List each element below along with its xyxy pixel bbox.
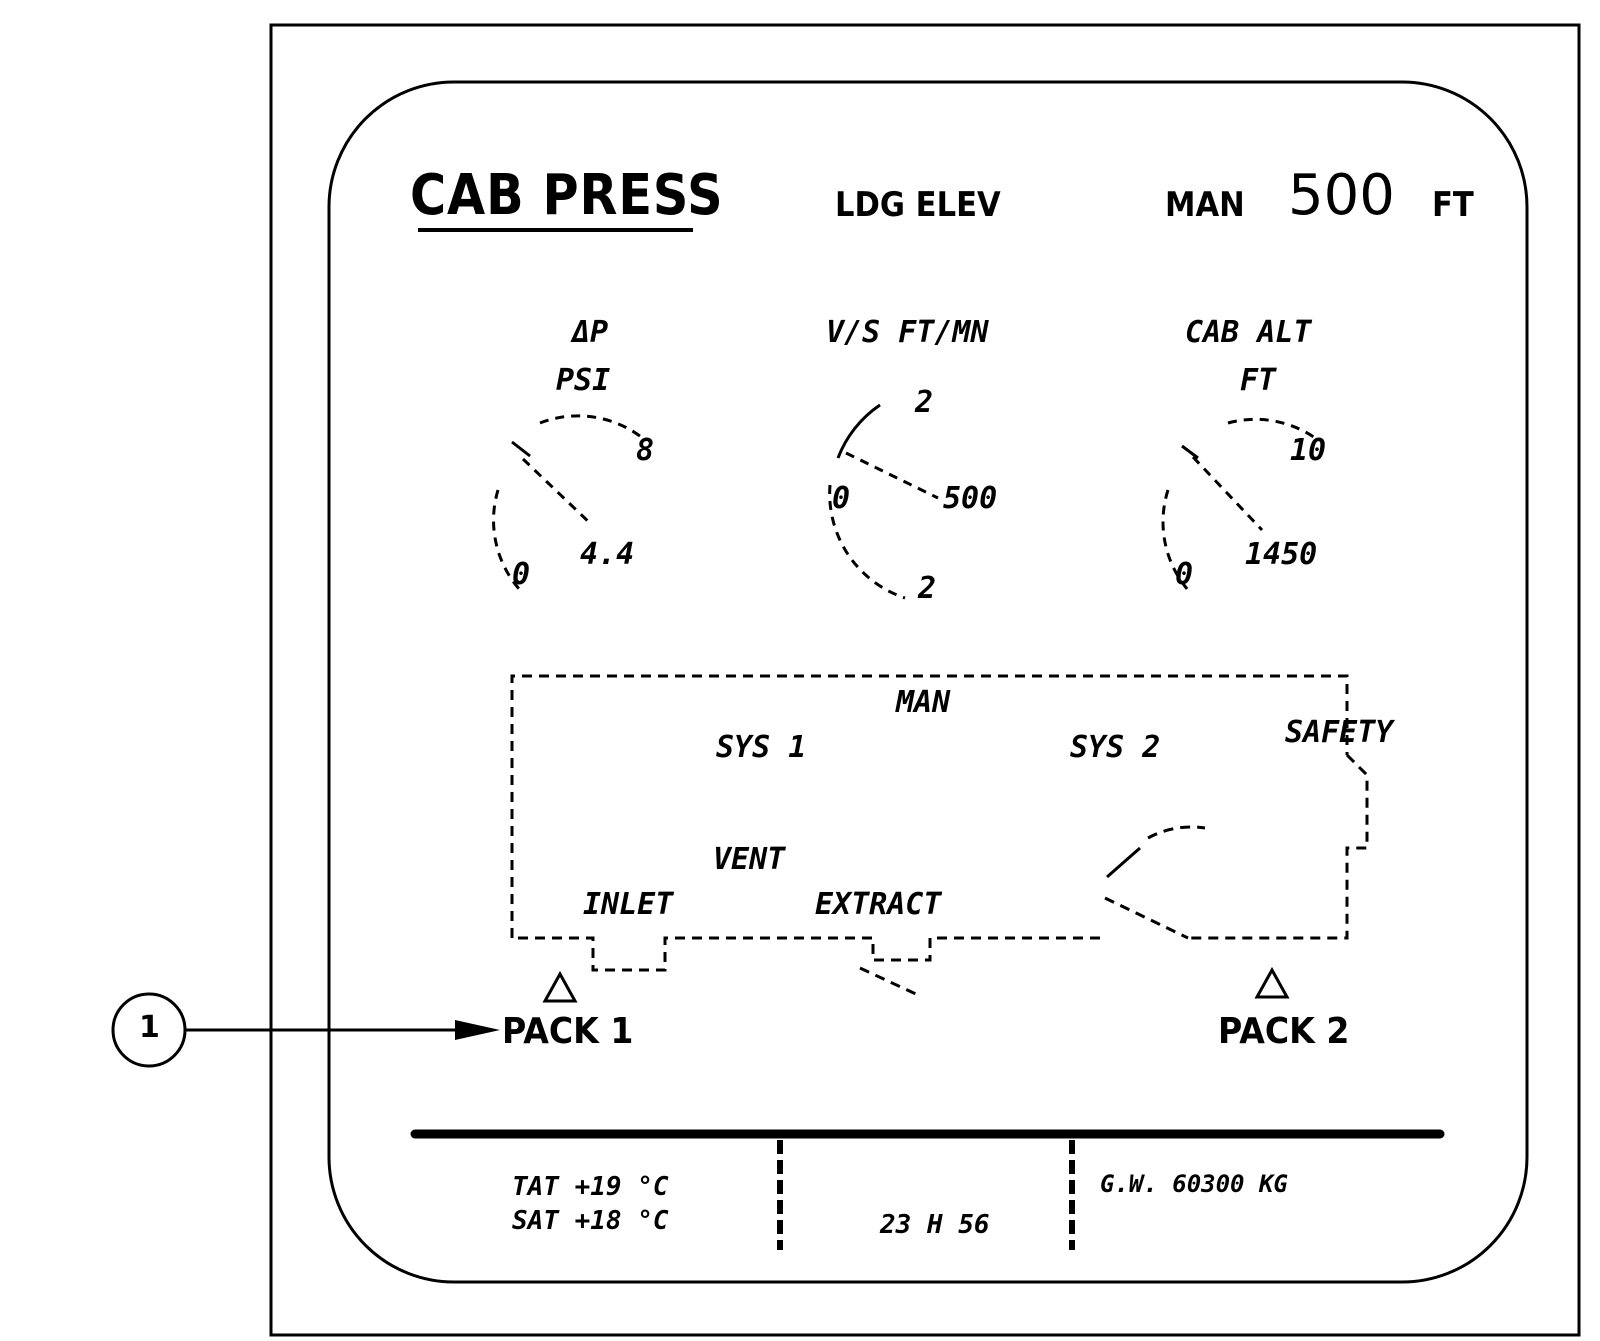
elevation-unit: FT [1432, 185, 1474, 225]
gauge-cab-alt-bottom-mark: 0 [1175, 557, 1194, 592]
footer-sat: SAT +18 °C [512, 1206, 669, 1236]
gauge-cab-alt-tick [1181, 444, 1199, 460]
gauge-vs-left-mark: 0 [832, 481, 851, 516]
gauge-cab-alt-needle [1191, 455, 1264, 532]
mode-label: MAN [1165, 185, 1245, 225]
pack1-label: PACK 1 [502, 1011, 634, 1052]
gauge-dp-needle [521, 457, 594, 527]
footer-gw: G.W. 60300 KG [1100, 1170, 1288, 1198]
gauge-vs-mid-value: 500 [943, 481, 998, 516]
display-screen [327, 80, 1529, 1284]
cabin-outline [510, 674, 1369, 997]
callout-arrow-icon [455, 1020, 500, 1040]
gauge-vs-arc-top [836, 403, 881, 459]
gauge-vs [828, 451, 939, 600]
gauge-cab-alt-value: 1450 [1245, 537, 1318, 572]
gauge-vs-title: V/S FT/MN [826, 315, 989, 350]
gauge-cab-alt-arc-top [1227, 417, 1319, 442]
schematic-sys1-label: SYS 1 [716, 730, 807, 765]
schematic-sys2-label: SYS 2 [1070, 730, 1161, 765]
cabin-outline-right [1188, 753, 1369, 940]
gauge-dp [492, 414, 646, 591]
pack2-triangle-icon [1254, 966, 1290, 999]
ldg-elev-label: LDG ELEV [835, 185, 1001, 225]
elevation-value: 500 [1288, 163, 1395, 228]
gauge-cab-alt-arc-left [1161, 489, 1190, 591]
gauge-vs-needle [845, 451, 939, 500]
gauge-dp-title-1: ΔP [572, 315, 609, 350]
footer-tat: TAT +19 °C [512, 1172, 669, 1202]
pack1-triangle-icon [542, 970, 578, 1003]
gauge-vs-bottom-mark: 2 [918, 571, 937, 606]
schematic-vent-label: VENT [713, 842, 786, 877]
gauge-dp-top-mark: 8 [636, 433, 655, 468]
outflow-arc [1147, 825, 1206, 840]
gauge-dp-title-2: PSI [556, 363, 611, 398]
gauge-dp-arc-top [539, 414, 646, 442]
gauge-cab-alt-title-1: CAB ALT [1185, 315, 1312, 350]
gauge-cab-alt-title-2: FT [1240, 363, 1277, 398]
schematic-inlet-label: INLET [583, 887, 674, 922]
outflow-line-left [859, 966, 919, 997]
callout-number: 1 [139, 1010, 160, 1045]
outflow-line-right [1104, 896, 1189, 940]
cabin-outline-bottom [512, 936, 1100, 972]
gauge-dp-arc-left [492, 489, 522, 591]
page-title: CAB PRESS [410, 163, 724, 228]
gauge-dp-tick [511, 440, 531, 458]
pack2-label: PACK 2 [1218, 1011, 1350, 1052]
figure-frame [269, 23, 1581, 1337]
gauge-dp-value: 4.4 [580, 537, 635, 572]
gauge-cab-alt [1161, 417, 1319, 591]
gauge-dp-bottom-mark: 0 [512, 557, 531, 592]
gauge-cab-alt-top-mark: 10 [1290, 433, 1327, 468]
schematic-extract-label: EXTRACT [815, 887, 942, 922]
gauge-vs-top-mark: 2 [915, 385, 934, 420]
outflow-valve-tick [1106, 846, 1141, 879]
schematic-man-label: MAN [896, 685, 951, 720]
gauge-vs-arc-left [828, 484, 906, 600]
schematic-safety-label: SAFETY [1285, 715, 1394, 750]
footer-time: 23 H 56 [880, 1210, 990, 1240]
